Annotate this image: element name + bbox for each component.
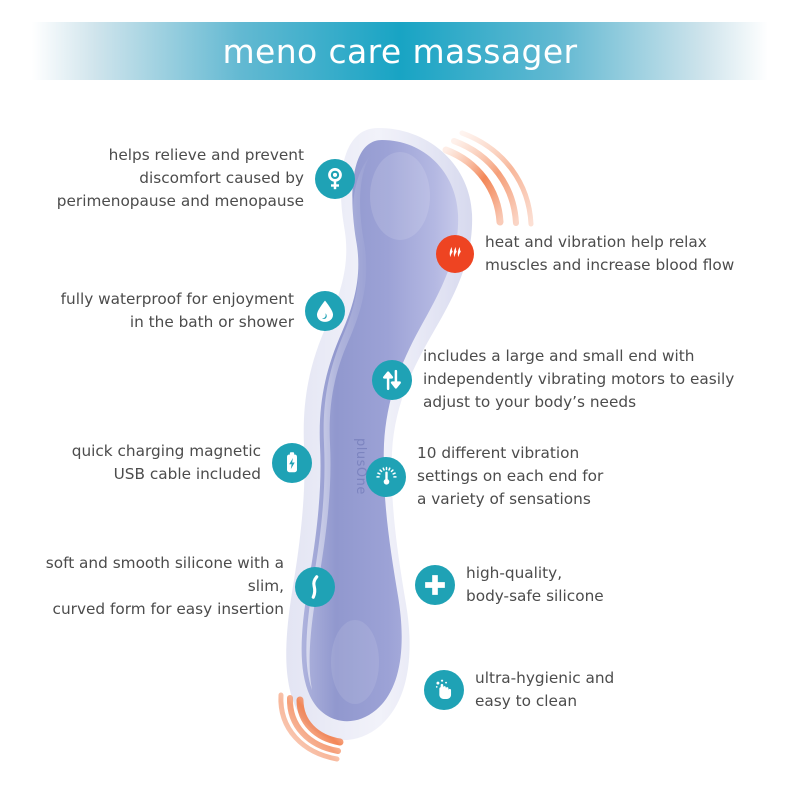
washing-hands-icon — [424, 670, 464, 710]
feature-waterproof-text: fully waterproof for enjoyment in the ba… — [60, 290, 294, 331]
feature-charging: quick charging magnetic USB cable includ… — [50, 440, 312, 486]
feature-charging-text: quick charging magnetic USB cable includ… — [71, 442, 261, 483]
water-drop-icon — [305, 291, 345, 331]
feature-silicone-form: soft and smooth silicone with a slim, cu… — [10, 552, 335, 621]
feature-relief: helps relieve and prevent discomfort cau… — [20, 144, 355, 213]
heat-waves-top — [442, 130, 534, 227]
battery-charge-icon — [272, 443, 312, 483]
feature-dual-motors-text: includes a large and small end with inde… — [423, 347, 735, 411]
page-title: meno care massager — [222, 31, 578, 71]
feature-body-safe-text: high-quality, body-safe silicone — [466, 564, 604, 605]
curved-form-icon — [295, 566, 335, 607]
feature-body-safe: high-quality, body-safe silicone — [415, 562, 604, 608]
feature-hygienic-text: ultra-hygienic and easy to clean — [475, 669, 615, 710]
heat-waves-bottom — [278, 692, 344, 762]
feature-settings: 10 different vibration settings on each … — [366, 442, 603, 511]
feature-heat: heat and vibration help relax muscles an… — [436, 231, 734, 277]
up-down-arrows-icon — [372, 359, 412, 400]
header-banner: meno care massager — [0, 22, 800, 80]
heat-flame-icon — [436, 235, 474, 273]
medical-plus-icon — [415, 565, 455, 605]
feature-relief-text: helps relieve and prevent discomfort cau… — [56, 146, 304, 210]
feature-dual-motors: includes a large and small end with inde… — [372, 345, 734, 414]
feature-waterproof: fully waterproof for enjoyment in the ba… — [40, 288, 345, 334]
product-body — [301, 140, 459, 722]
feature-heat-text: heat and vibration help relax muscles an… — [485, 233, 735, 274]
feature-hygienic: ultra-hygienic and easy to clean — [424, 667, 614, 713]
feature-silicone-form-text: soft and smooth silicone with a slim, cu… — [45, 554, 284, 618]
vibration-gauge-icon — [366, 456, 406, 497]
feature-settings-text: 10 different vibration settings on each … — [417, 444, 604, 508]
female-symbol-icon — [315, 158, 355, 199]
